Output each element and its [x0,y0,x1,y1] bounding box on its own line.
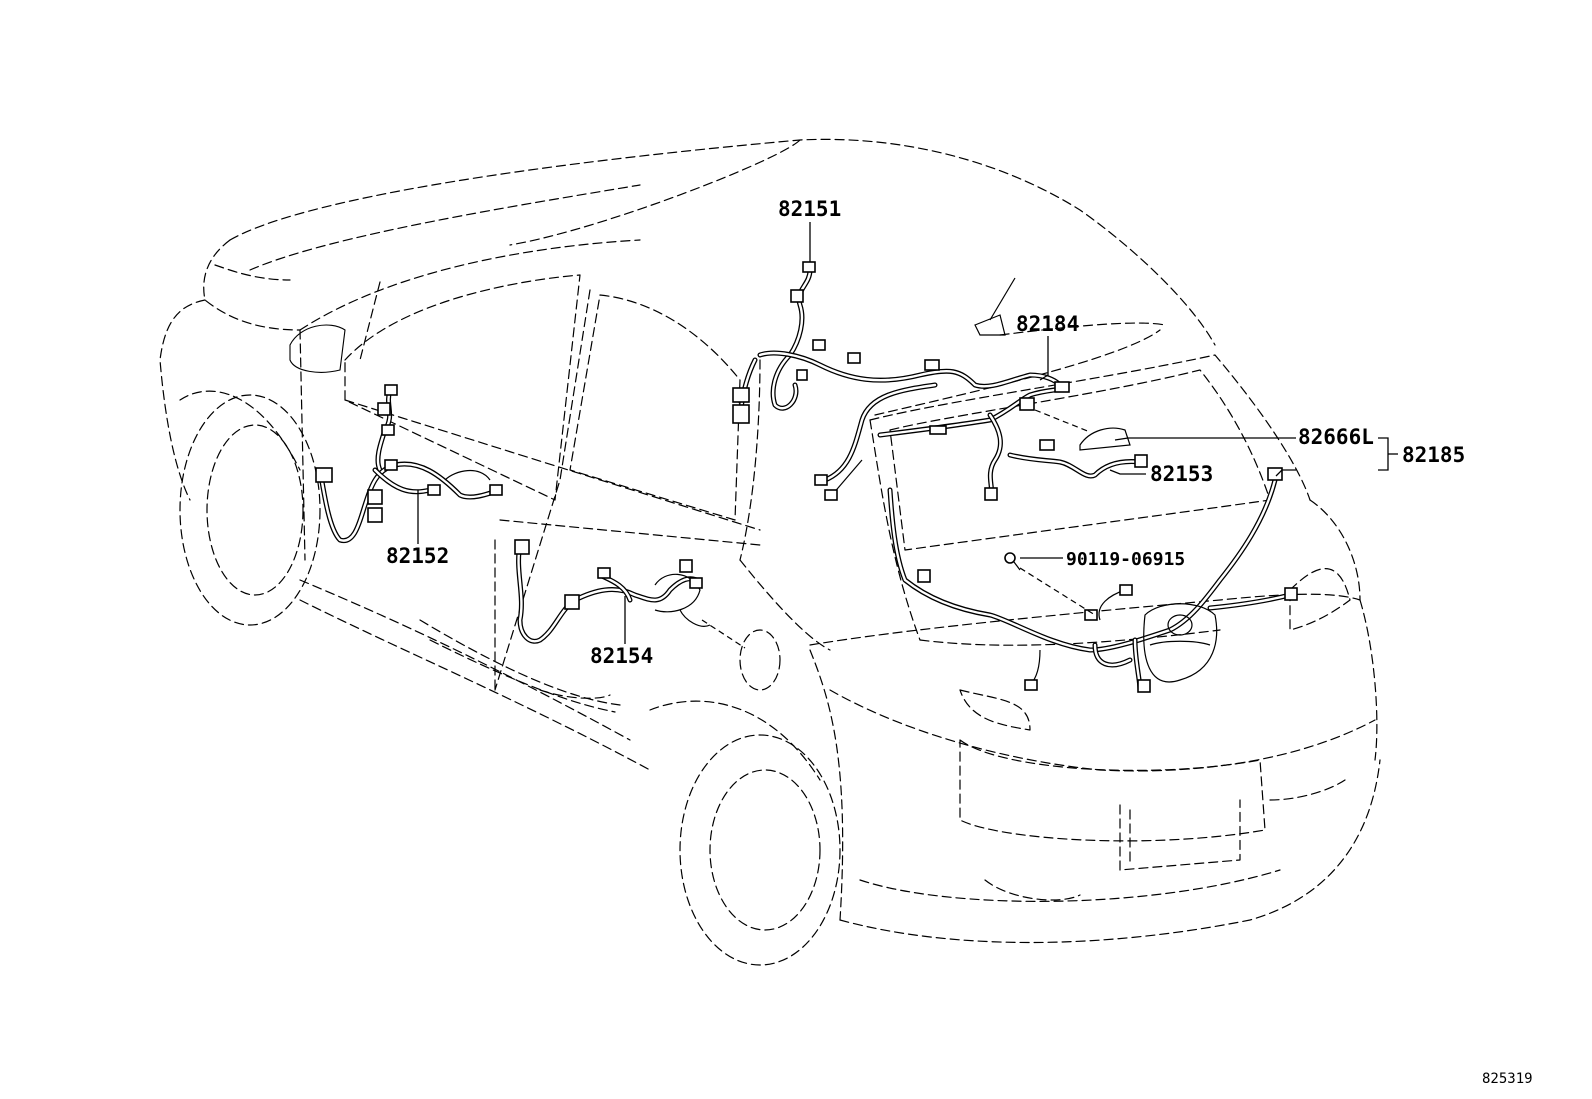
label-82152: 82152 [386,544,449,568]
car-outline [159,138,1381,966]
label-82153: 82153 [1150,462,1213,486]
harness-82153 [1007,427,1148,479]
antenna-icon [974,277,1016,336]
label-82185: 82185 [1402,443,1465,467]
label-82666L: 82666L [1298,425,1374,449]
harness-82152 [315,384,503,544]
part-labels: 82151 82184 82666L 82185 82153 82152 821… [386,197,1533,1087]
label-82151: 82151 [778,197,841,221]
reference-number: 825319 [1482,1071,1533,1087]
harness-82154 [514,539,711,644]
harness-82185 [887,467,1298,693]
leader-lines [417,222,1398,649]
label-90119-06915: 90119-06915 [1066,549,1185,570]
label-82184: 82184 [1016,312,1079,336]
harness-82151 [732,261,1063,501]
label-82154: 82154 [590,644,653,668]
harness-82184 [877,381,1070,501]
bolt-icon [1004,552,1021,571]
